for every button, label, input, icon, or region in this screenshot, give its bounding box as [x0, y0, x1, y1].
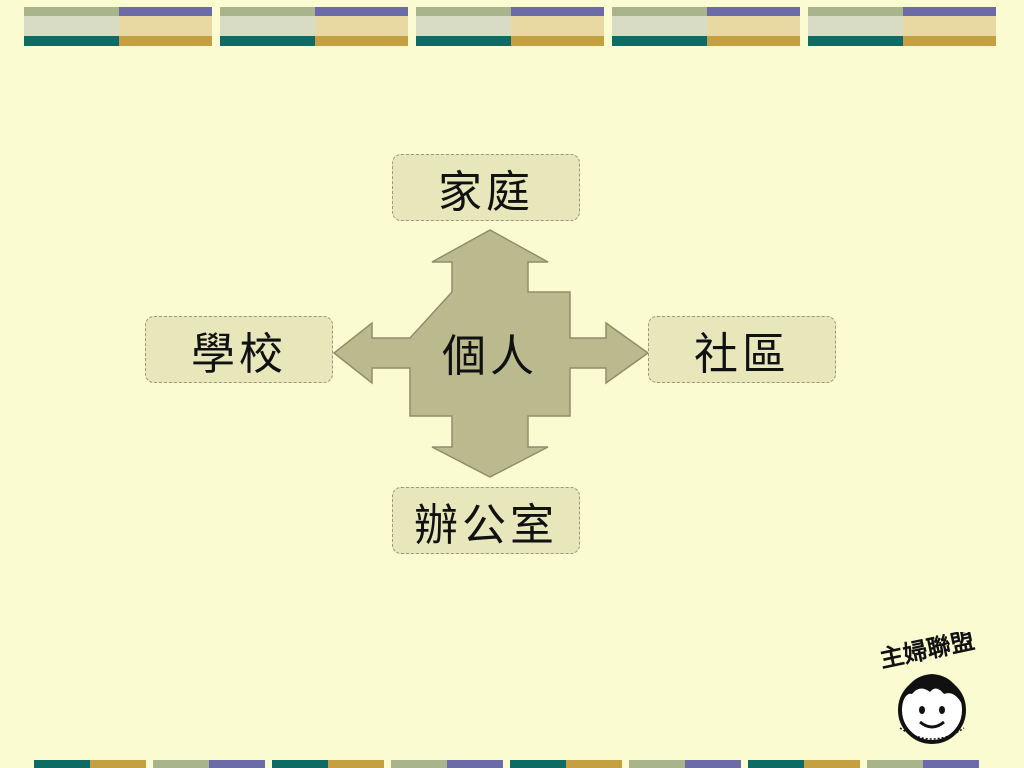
node-community: 社區	[648, 316, 836, 383]
logo-title: 主婦聯盟	[877, 632, 977, 674]
node-school: 學校	[145, 316, 333, 383]
logo-emblem-icon: 主婦聯盟	[877, 632, 977, 744]
center-label: 個人	[442, 331, 538, 382]
node-family: 家庭	[392, 154, 580, 221]
node-office: 辦公室	[392, 487, 580, 554]
bottom-decorative-banner	[34, 760, 979, 768]
four-way-arrow-icon	[332, 229, 650, 478]
